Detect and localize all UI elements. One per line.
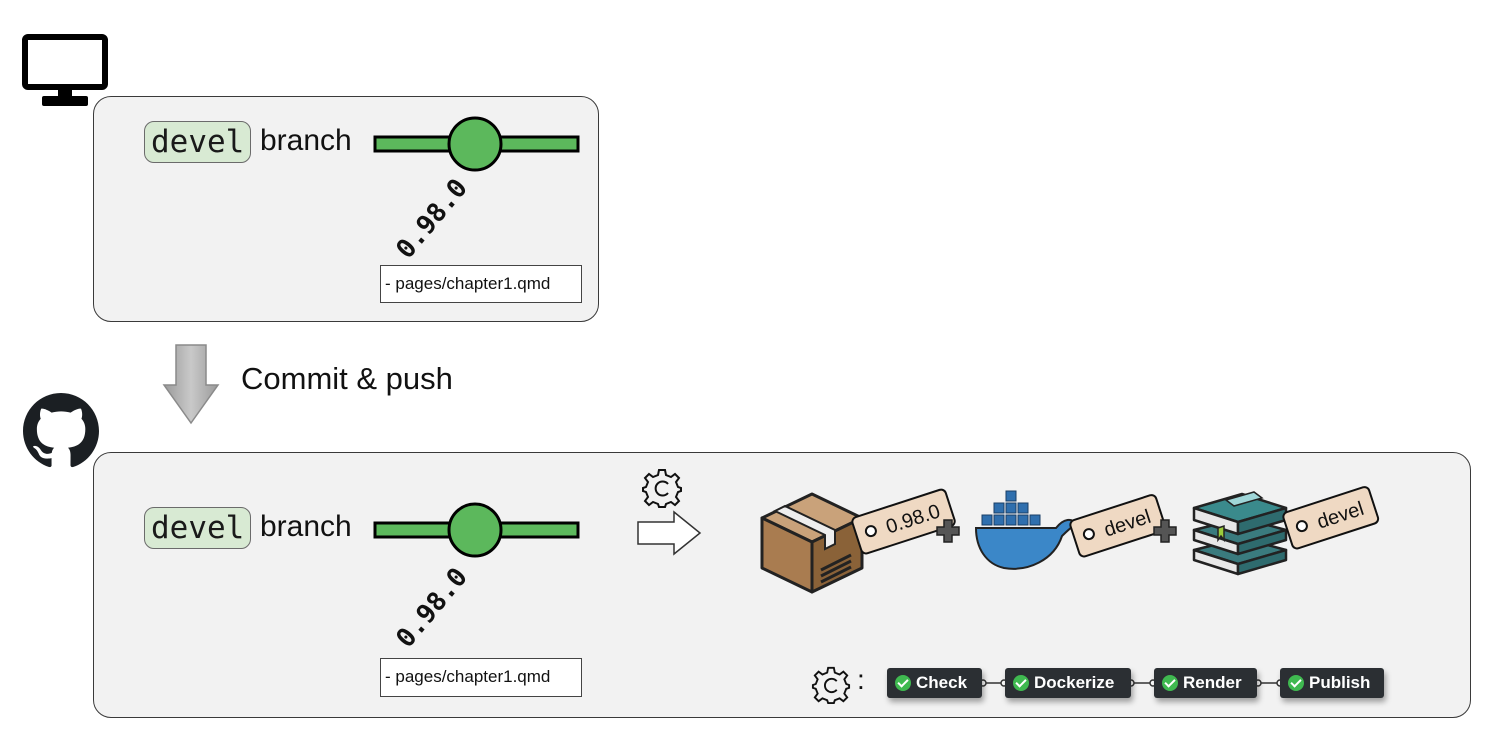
monitor-icon: [22, 34, 108, 106]
local-branch-name: devel: [144, 121, 252, 163]
job-label: Render: [1183, 673, 1242, 692]
remote-file-item: - pages/chapter1.qmd: [380, 658, 582, 697]
right-arrow-icon: [637, 510, 702, 556]
remote-branch-name: devel: [144, 507, 252, 549]
gear-icon: [811, 666, 851, 705]
github-icon: [23, 393, 99, 468]
remote-branch-line: [373, 502, 580, 558]
job-label: Check: [916, 673, 968, 692]
plus-icon: [936, 519, 960, 543]
docker-whale-icon: [974, 490, 1078, 570]
job-render[interactable]: Render: [1154, 668, 1257, 698]
job-publish[interactable]: Publish: [1280, 668, 1384, 698]
down-arrow-icon: [162, 344, 220, 425]
check-circle-icon: [1013, 675, 1029, 691]
job-label: Publish: [1309, 673, 1371, 692]
check-circle-icon: [1162, 675, 1178, 691]
job-label: Dockerize: [1034, 673, 1115, 692]
remote-commit-node: [447, 502, 503, 558]
pipeline-colon: :: [857, 664, 865, 695]
local-branch-line: [373, 116, 580, 172]
local-commit-node: [447, 116, 503, 172]
remote-branch-word: branch: [260, 510, 352, 543]
books-icon: [1192, 491, 1288, 576]
check-circle-icon: [1288, 675, 1304, 691]
local-file-item: - pages/chapter1.qmd: [380, 265, 582, 303]
plus-icon: [1153, 519, 1177, 543]
local-branch-word: branch: [260, 124, 352, 157]
package-box-icon: [760, 492, 864, 594]
job-dockerize[interactable]: Dockerize: [1005, 668, 1131, 698]
check-circle-icon: [895, 675, 911, 691]
commit-push-label: Commit & push: [241, 361, 453, 396]
gear-icon: [642, 469, 682, 508]
job-check[interactable]: Check: [887, 668, 982, 698]
